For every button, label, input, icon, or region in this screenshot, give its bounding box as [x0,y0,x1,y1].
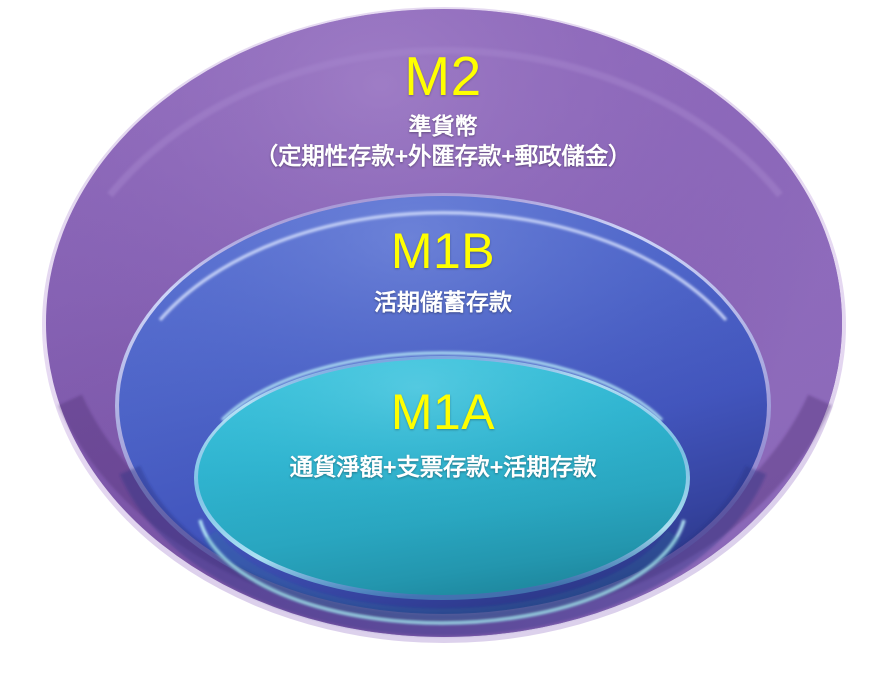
tier-label-m2: M2 準貨幣 （定期性存款+外匯存款+郵政儲金） [113,44,773,171]
tier-subtitle-m1b-line1: 活期儲蓄存款 [374,289,512,315]
tier-label-m1b: M1B 活期儲蓄存款 [173,222,713,316]
tier-title-m1a: M1A [390,384,496,440]
ellipse-m1a [194,351,690,625]
tier-subtitle-m2-line2: （定期性存款+外匯存款+郵政儲金） [254,143,632,170]
tier-label-m1a: M1A 通貨淨額+支票存款+活期存款 [193,383,693,482]
tier-title-m1b: M1B [390,223,496,279]
tier-title-m2: M2 [404,45,482,107]
tier-subtitle-m2-line1: 準貨幣 [408,112,478,139]
tier-subtitle-m1a-line1: 通貨淨額+支票存款+活期存款 [289,454,597,480]
